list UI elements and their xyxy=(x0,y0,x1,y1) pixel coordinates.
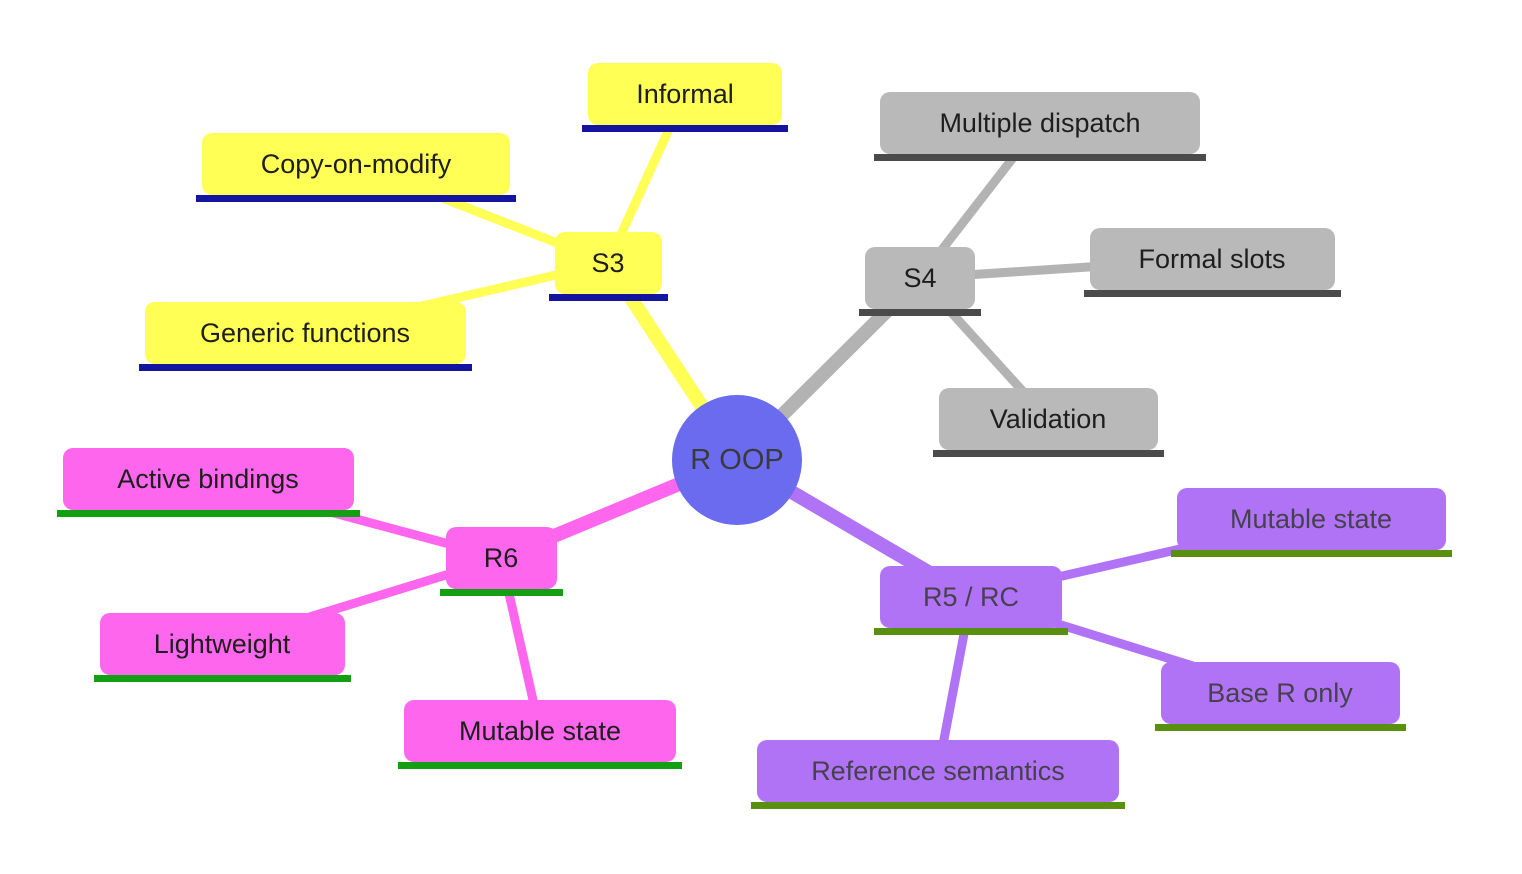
node-underline xyxy=(93,675,351,682)
node-underline xyxy=(1083,290,1341,297)
node-mutable-state-r5[interactable]: Mutable state xyxy=(1170,488,1452,557)
node-label: S3 xyxy=(591,247,625,278)
node-label: R5 / RC xyxy=(922,581,1020,612)
node-s3[interactable]: S3 xyxy=(548,232,668,301)
node-label: Reference semantics xyxy=(811,755,1065,786)
node-underline xyxy=(439,589,563,596)
node-label: Mutable state xyxy=(458,715,622,746)
node-underline xyxy=(874,154,1206,161)
node-label: Validation xyxy=(989,403,1107,434)
node-underline xyxy=(1154,724,1406,731)
node-r6[interactable]: R6 xyxy=(439,527,563,596)
node-underline xyxy=(582,125,788,132)
node-active-bindings[interactable]: Active bindings xyxy=(56,448,360,517)
node-base-r-only[interactable]: Base R only xyxy=(1154,662,1406,731)
node-label: R6 xyxy=(483,542,519,573)
node-reference-semantics[interactable]: Reference semantics xyxy=(751,740,1125,809)
node-underline xyxy=(196,195,516,202)
node-label: Active bindings xyxy=(117,463,299,494)
node-underline xyxy=(398,762,682,769)
node-underline xyxy=(751,802,1125,809)
node-informal[interactable]: Informal xyxy=(582,63,788,132)
node-label: Base R only xyxy=(1207,677,1353,708)
node-generic-functions[interactable]: Generic functions xyxy=(138,302,472,371)
node-label: Lightweight xyxy=(153,628,291,659)
node-underline xyxy=(859,309,981,316)
node-lightweight[interactable]: Lightweight xyxy=(93,613,351,682)
node-label: Multiple dispatch xyxy=(939,107,1141,138)
root-label: R OOP xyxy=(690,443,784,476)
node-label: Generic functions xyxy=(199,317,411,348)
node-label: Copy-on-modify xyxy=(260,148,452,179)
node-label: Mutable state xyxy=(1229,503,1393,534)
node-underline xyxy=(1170,550,1452,557)
node-root[interactable]: R OOP xyxy=(672,395,802,525)
node-mutable-state-r6[interactable]: Mutable state xyxy=(398,700,682,769)
node-label: S4 xyxy=(903,262,937,293)
node-label: Informal xyxy=(636,78,734,109)
node-underline xyxy=(138,364,472,371)
node-s4[interactable]: S4 xyxy=(859,247,981,316)
node-underline xyxy=(874,628,1068,635)
node-copy-on-modify[interactable]: Copy-on-modify xyxy=(196,133,516,202)
node-validation[interactable]: Validation xyxy=(932,388,1164,457)
node-underline xyxy=(548,294,668,301)
node-label: Formal slots xyxy=(1138,243,1286,274)
node-underline xyxy=(932,450,1164,457)
node-formal-slots[interactable]: Formal slots xyxy=(1083,228,1341,297)
node-r5rc[interactable]: R5 / RC xyxy=(874,566,1068,635)
node-multiple-dispatch[interactable]: Multiple dispatch xyxy=(874,92,1206,161)
node-underline xyxy=(56,510,360,517)
